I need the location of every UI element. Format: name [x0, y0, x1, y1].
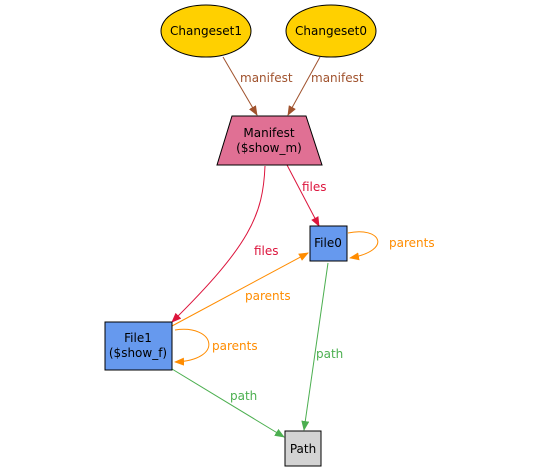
edge-file1-file0: parents — [171, 252, 309, 327]
node-label-subtitle: ($show_m) — [236, 141, 302, 155]
node-changeset0[interactable]: Changeset0 — [285, 4, 377, 58]
node-label: File0 — [314, 236, 342, 250]
node-shape — [160, 4, 252, 58]
edge-label-manifest: manifest — [311, 71, 364, 85]
edge-line — [301, 262, 329, 431]
node-label-title: File1 — [124, 331, 152, 345]
edge-changeset1-manifest: manifest — [222, 56, 293, 116]
node-shape — [285, 4, 377, 58]
edge-label-parents: parents — [245, 289, 291, 303]
edge-label-files: files — [254, 244, 279, 258]
edge-line — [347, 231, 379, 261]
edge-manifest-file0: files — [286, 164, 327, 227]
edge-file1-self: parents — [174, 328, 258, 366]
node-shape — [216, 115, 323, 166]
node-label-title: Manifest — [243, 126, 295, 140]
edge-line — [222, 56, 258, 116]
edge-changeset0-manifest: manifest — [287, 56, 364, 116]
node-label: Path — [290, 442, 316, 456]
node-label-subtitle: ($show_f) — [109, 346, 167, 360]
node-shape — [309, 225, 348, 262]
edge-label-path: path — [230, 389, 257, 403]
edge-label-parents: parents — [389, 236, 435, 250]
edge-label-parents: parents — [212, 339, 258, 353]
edge-label-files: files — [302, 180, 327, 194]
node-changeset1[interactable]: Changeset1 — [160, 4, 252, 58]
edge-line — [171, 368, 285, 438]
edge-line — [287, 56, 321, 116]
node-file0[interactable]: File0 — [309, 225, 348, 262]
node-shape — [284, 430, 322, 467]
edge-file1-path: path — [171, 368, 285, 438]
node-file1[interactable]: File1 ($show_f) — [104, 321, 173, 371]
node-label: Changeset0 — [295, 24, 367, 38]
edge-file0-path: path — [301, 262, 343, 431]
edge-line — [286, 164, 320, 227]
node-shape — [104, 321, 173, 371]
node-path[interactable]: Path — [284, 430, 322, 467]
edge-file0-self: parents — [347, 231, 435, 261]
edge-label-manifest: manifest — [240, 71, 293, 85]
edge-label-path: path — [316, 347, 343, 361]
edge-line — [171, 165, 266, 323]
edge-line — [174, 328, 210, 366]
node-manifest[interactable]: Manifest ($show_m) — [216, 115, 323, 166]
edge-line — [171, 252, 309, 327]
edge-manifest-file1: files — [171, 165, 279, 323]
node-label: Changeset1 — [170, 24, 242, 38]
